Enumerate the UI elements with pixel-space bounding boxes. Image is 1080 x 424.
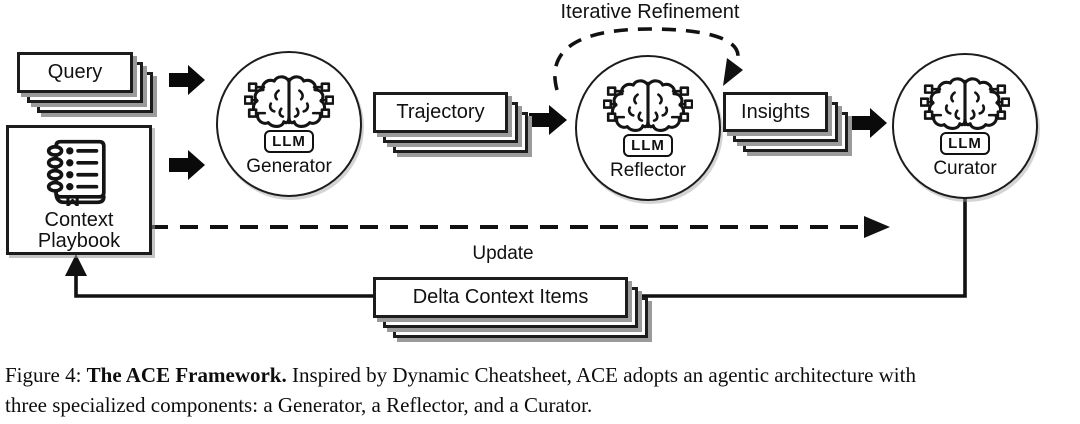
caption-title: The ACE Framework. xyxy=(86,363,287,387)
reflector-node: LLM Reflector xyxy=(575,55,721,201)
context-playbook-node: Context Playbook xyxy=(6,125,152,255)
llm-badge: LLM xyxy=(623,133,673,157)
block-arrow-icon xyxy=(169,150,205,180)
connector-layer xyxy=(65,27,967,298)
update-arrowhead-icon xyxy=(864,216,890,238)
reflector-label: Reflector xyxy=(609,159,687,181)
generator-node: LLM Generator xyxy=(216,51,362,197)
brain-circuit-icon xyxy=(920,75,1010,131)
caption-line-2: three specialized components: a Generato… xyxy=(5,393,593,417)
curator-node: LLM Curator xyxy=(892,53,1038,199)
insights-node: Insights xyxy=(723,92,848,152)
notebook-list-icon xyxy=(46,139,106,206)
generator-label: Generator xyxy=(246,155,332,177)
delta-context-items-node: Delta Context Items xyxy=(373,277,648,338)
brain-circuit-icon xyxy=(603,77,693,133)
delta-context-items-label: Delta Context Items xyxy=(373,277,628,318)
caption-line-1: Figure 4: The ACE Framework. Inspired by… xyxy=(5,363,916,387)
trajectory-node: Trajectory xyxy=(373,92,528,153)
figure-caption: Figure 4: The ACE Framework. Inspired by… xyxy=(5,360,1079,420)
brain-circuit-icon xyxy=(244,73,334,129)
query-label: Query xyxy=(17,52,133,93)
llm-badge: LLM xyxy=(264,129,314,153)
block-arrow-icon xyxy=(529,105,567,135)
update-label: Update xyxy=(472,243,534,264)
return-arrowhead-icon xyxy=(65,254,87,276)
trajectory-label: Trajectory xyxy=(373,92,508,133)
block-arrow-icon xyxy=(169,65,205,95)
context-playbook-label: Context Playbook xyxy=(37,209,121,252)
iterative-refinement-label: Iterative Refinement xyxy=(560,1,740,23)
llm-badge: LLM xyxy=(940,131,990,155)
refinement-arrowhead-icon xyxy=(723,58,743,86)
curator-label: Curator xyxy=(933,157,997,179)
block-arrow-icon xyxy=(851,108,887,138)
refinement-arc xyxy=(553,27,740,91)
insights-label: Insights xyxy=(723,92,828,132)
query-node: Query xyxy=(17,52,153,113)
